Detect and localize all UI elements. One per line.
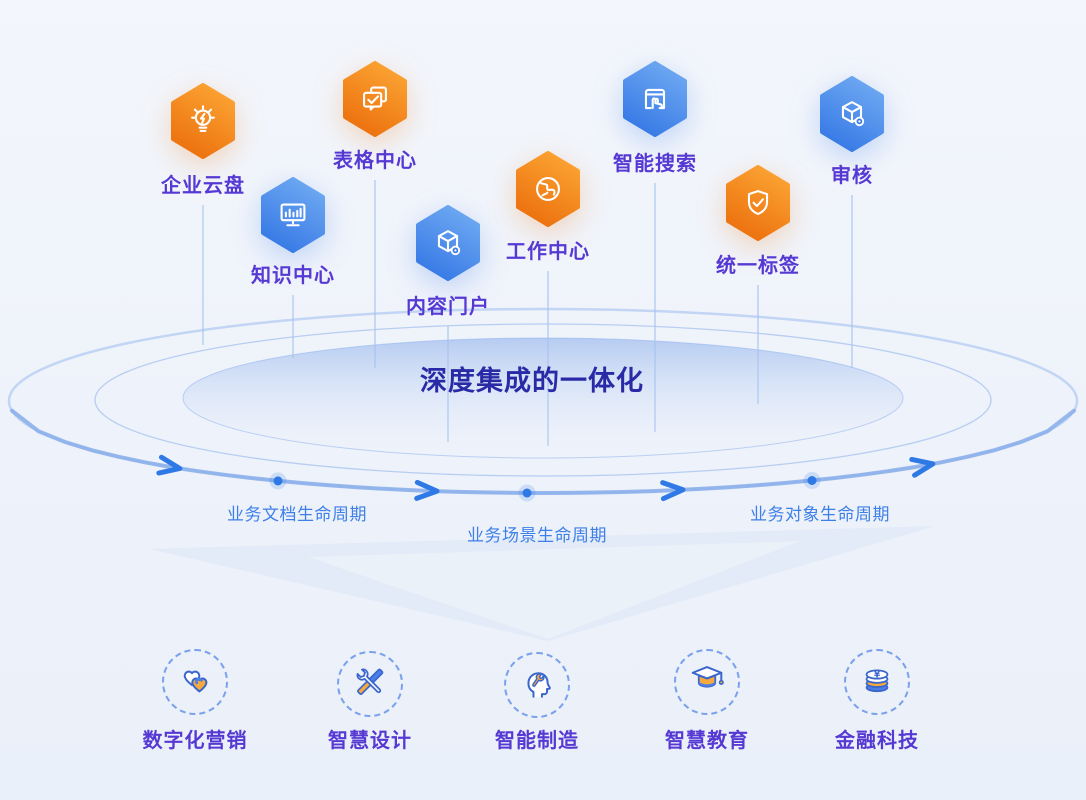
funnel-beam-shape [150,526,935,641]
timeline-stage-label: 业务场景生命周期 [467,526,607,546]
service-label: 表格中心 [333,148,417,172]
service-node [342,61,408,137]
coins-yuan-icon: ¥ [855,658,899,706]
service-label: 工作中心 [506,239,590,263]
form-check-icon [342,61,408,137]
industry-label: 智能制造 [495,728,579,752]
design-tools-icon [348,660,392,708]
industry-node [504,652,570,718]
service-node [819,76,885,152]
service-node [415,205,481,281]
arc-arrowhead-icon [660,480,686,502]
service-node [170,83,236,159]
cube-gear-icon [819,76,885,152]
lifecycle-arc [10,408,1076,502]
lightbulb-idea-icon [170,83,236,159]
service-label: 企业云盘 [161,173,245,197]
industry-label: 数字化营销 [142,728,248,752]
service-label: 审核 [831,163,873,187]
double-heart-icon [173,658,217,706]
service-node [515,151,581,227]
timeline-stage-label: 业务文档生命周期 [227,505,367,525]
middle-ring-ellipse [94,323,992,477]
arc-arrowhead-icon [156,454,183,476]
industry-label: 金融科技 [835,728,919,752]
head-wrench-icon [515,661,559,709]
diagram-title: 深度集成的一体化 [420,366,644,397]
svg-text:¥: ¥ [874,670,881,680]
globe-icon [515,151,581,227]
inner-platform-ellipse [182,337,904,459]
hand-click-icon [622,61,688,137]
service-drop-lines [202,180,853,446]
graduation-cap-icon [685,658,729,706]
arc-arrowhead-icon [414,479,440,501]
service-label: 统一标签 [716,253,800,277]
industry-node [162,649,228,715]
industry-node: ¥ [844,649,910,715]
service-node [260,177,326,253]
service-label: 智能搜索 [613,151,697,175]
industry-node [674,649,740,715]
timeline-stage-label: 业务对象生命周期 [750,505,890,525]
cube-gear-icon [415,205,481,281]
industry-label: 智慧设计 [328,728,412,752]
arc-dot [522,488,532,498]
arc-dot [273,476,283,486]
monitor-chart-icon [260,177,326,253]
industry-label: 智慧教育 [665,728,749,752]
lifecycle-arc-path [10,408,1076,496]
service-label: 内容门户 [406,294,490,318]
service-label: 知识中心 [251,263,335,287]
arc-arrowhead-icon [909,456,936,478]
industry-node [337,651,403,717]
arc-dot [807,476,817,485]
hexagon-badge [726,165,790,241]
service-node [622,61,688,137]
service-node [725,165,791,241]
shield-check-icon [725,165,791,241]
